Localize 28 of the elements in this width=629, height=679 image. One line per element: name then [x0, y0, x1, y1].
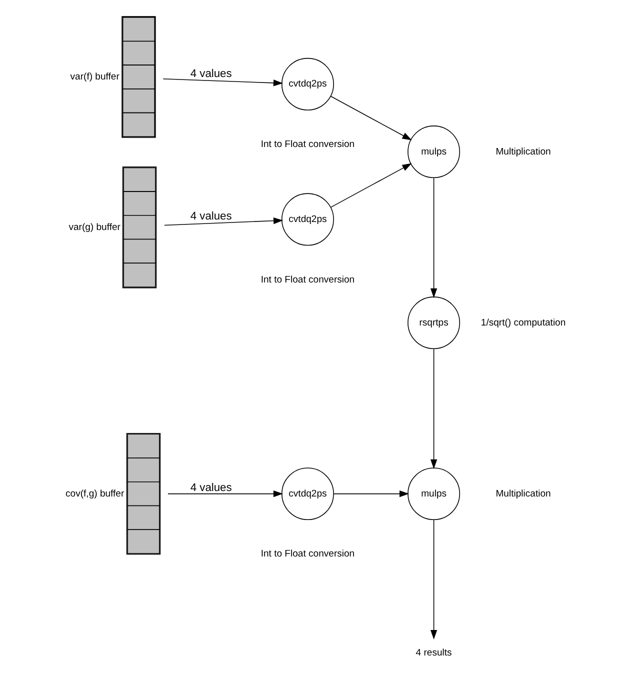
- edge-label: 4 values: [190, 68, 232, 80]
- node-label: Multiplication: [496, 488, 551, 500]
- edge-label: 4 values: [190, 482, 232, 494]
- node-label: var(g) buffer: [68, 222, 120, 233]
- arrow: [162, 78, 283, 86]
- node-label: Int to Float conversion: [260, 274, 355, 286]
- node-circle: rsqrtps: [408, 296, 460, 350]
- arrow: [330, 163, 412, 208]
- node-circle: cvtdq2ps: [282, 193, 334, 246]
- node-label: cov(f,g) buffer: [66, 488, 124, 500]
- arrow: [333, 490, 410, 498]
- arrow: [330, 96, 412, 140]
- node-circle: mulps: [408, 468, 460, 520]
- arrow: [164, 217, 284, 226]
- arrow: [430, 177, 438, 298]
- node-text: 4 results: [416, 647, 452, 658]
- node-circle: cvtdq2ps: [282, 468, 334, 520]
- node-circle: mulps: [408, 126, 460, 178]
- node-label: var(f) buffer: [70, 71, 120, 82]
- arrow: [430, 348, 438, 469]
- node-label: Int to Float conversion: [260, 139, 355, 150]
- edge-label: 4 values: [190, 210, 232, 223]
- node-circle: cvtdq2ps: [282, 58, 334, 110]
- node-label: Multiplication: [496, 146, 551, 158]
- arrow: [168, 490, 283, 498]
- node-label: Int to Float conversion: [260, 548, 355, 560]
- node-label: 1/sqrt() computation: [480, 317, 566, 328]
- arrow: [430, 519, 438, 640]
